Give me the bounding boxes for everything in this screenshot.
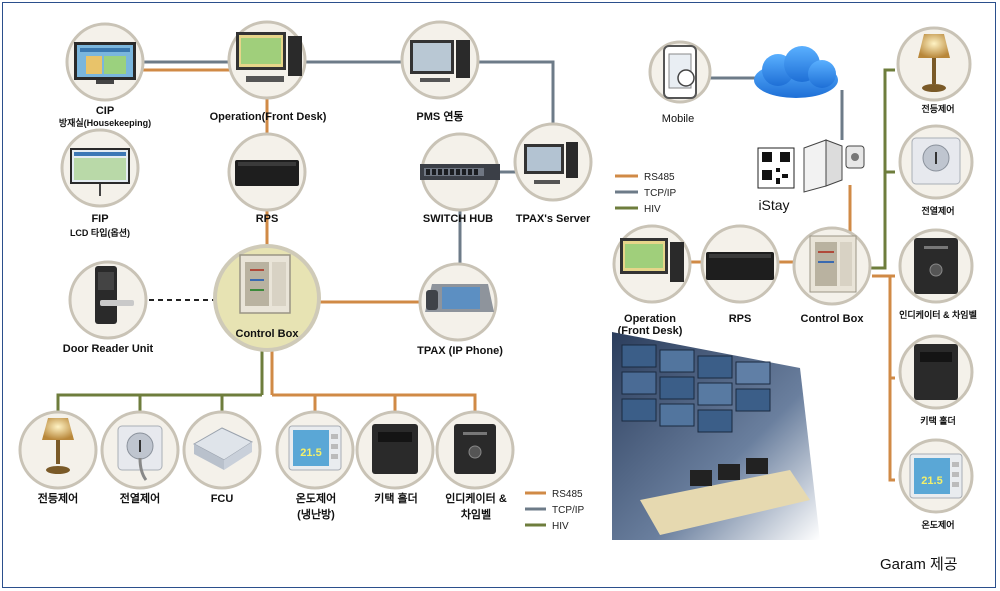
- istay-label: iStay: [758, 197, 789, 213]
- qr-code-icon: [757, 147, 795, 189]
- tpax-server-node: [513, 122, 593, 202]
- right-device-label-4: 온도제어: [921, 519, 954, 530]
- right-rps-label: RPS: [729, 313, 752, 325]
- left-thermostat-reading: 21.5: [300, 447, 321, 459]
- left-outlet-node: [100, 410, 180, 490]
- control-box-node: [213, 244, 321, 352]
- right-rps-node: [700, 224, 780, 304]
- left-device-label-0: 전등제어: [38, 491, 78, 505]
- control-box-label: Control Box: [236, 328, 300, 340]
- tpax-phone-node: [418, 262, 498, 342]
- right-device-label-3: 키택 홀더: [920, 415, 956, 426]
- left-indicator-node: [435, 410, 515, 490]
- tpax-server-label: TPAX's Server: [516, 213, 591, 225]
- left-indicator-sub: 차임벨: [461, 507, 491, 521]
- door-reader-label: Door Reader Unit: [63, 343, 154, 355]
- left-device-label-5: 인디케이터 &: [445, 491, 507, 505]
- right-thermostat-node: 21.5: [898, 438, 974, 514]
- right-legend-hiv: HIV: [644, 204, 661, 215]
- left-thermostat-node: 21.5: [275, 410, 355, 490]
- cip-title: CIP: [96, 105, 114, 117]
- right-operation-node: [612, 224, 692, 304]
- right-device-label-2: 인디케이터 & 차임벨: [899, 309, 977, 320]
- left-temp-sub: (냉난방): [297, 507, 335, 521]
- cip-node: [65, 22, 145, 102]
- right-device-label-1: 전열제어: [921, 205, 954, 216]
- pms-node: [400, 20, 480, 100]
- right-legend: RS485 TCP/IP HIV: [615, 172, 677, 215]
- right-indicator-node: [898, 228, 974, 304]
- left-device-label-2: FCU: [211, 493, 234, 505]
- left-legend-hiv: HIV: [552, 521, 569, 532]
- operation-label: Operation(Front Desk): [210, 111, 327, 123]
- cloud-icon: [754, 46, 838, 98]
- rps-node: [227, 132, 307, 212]
- right-keytag-node: [898, 334, 974, 410]
- right-legend-tcpip: TCP/IP: [644, 188, 677, 199]
- left-device-label-1: 전열제어: [120, 491, 160, 505]
- right-outlet-node: [898, 124, 974, 200]
- right-legend-rs485: RS485: [644, 172, 675, 183]
- right-operation-label-1: Operation: [624, 313, 676, 325]
- control-room-image: [612, 332, 820, 540]
- fip-node: [60, 128, 140, 208]
- fip-title: FIP: [91, 213, 108, 225]
- mobile-node: [648, 40, 712, 104]
- switch-hub-node: [420, 132, 500, 212]
- fip-subtitle: LCD 타입(옵션): [70, 227, 130, 238]
- door-reader-node: [68, 260, 148, 340]
- left-legend-tcpip: TCP/IP: [552, 505, 585, 516]
- left-device-label-4: 키택 홀더: [374, 491, 418, 505]
- left-fcu-node: [182, 410, 262, 490]
- right-device-label-0: 전등제어: [921, 103, 954, 114]
- switch-hub-label: SWITCH HUB: [423, 213, 493, 225]
- right-control-box-label: Control Box: [801, 313, 865, 325]
- right-thermostat-reading: 21.5: [921, 475, 942, 487]
- tpax-phone-label: TPAX (IP Phone): [417, 345, 503, 357]
- credit-label: Garam 제공: [880, 556, 958, 573]
- left-legend-rs485: RS485: [552, 489, 583, 500]
- left-keytag-node: [355, 410, 435, 490]
- mobile-label: Mobile: [662, 113, 694, 125]
- door-lock-icon: [803, 139, 865, 193]
- right-operation-label-2: (Front Desk): [618, 325, 683, 337]
- pms-label: PMS 연동: [416, 109, 463, 123]
- left-device-label-3: 온도제어: [296, 491, 336, 505]
- left-lamp-node: [18, 410, 98, 490]
- operation-node: [227, 20, 307, 100]
- rps-label: RPS: [256, 213, 279, 225]
- right-control-box-node: [792, 226, 872, 306]
- left-legend: RS485 TCP/IP HIV: [525, 489, 585, 532]
- cip-subtitle: 방재실(Housekeeping): [59, 117, 151, 128]
- right-lamp-node: [896, 26, 972, 102]
